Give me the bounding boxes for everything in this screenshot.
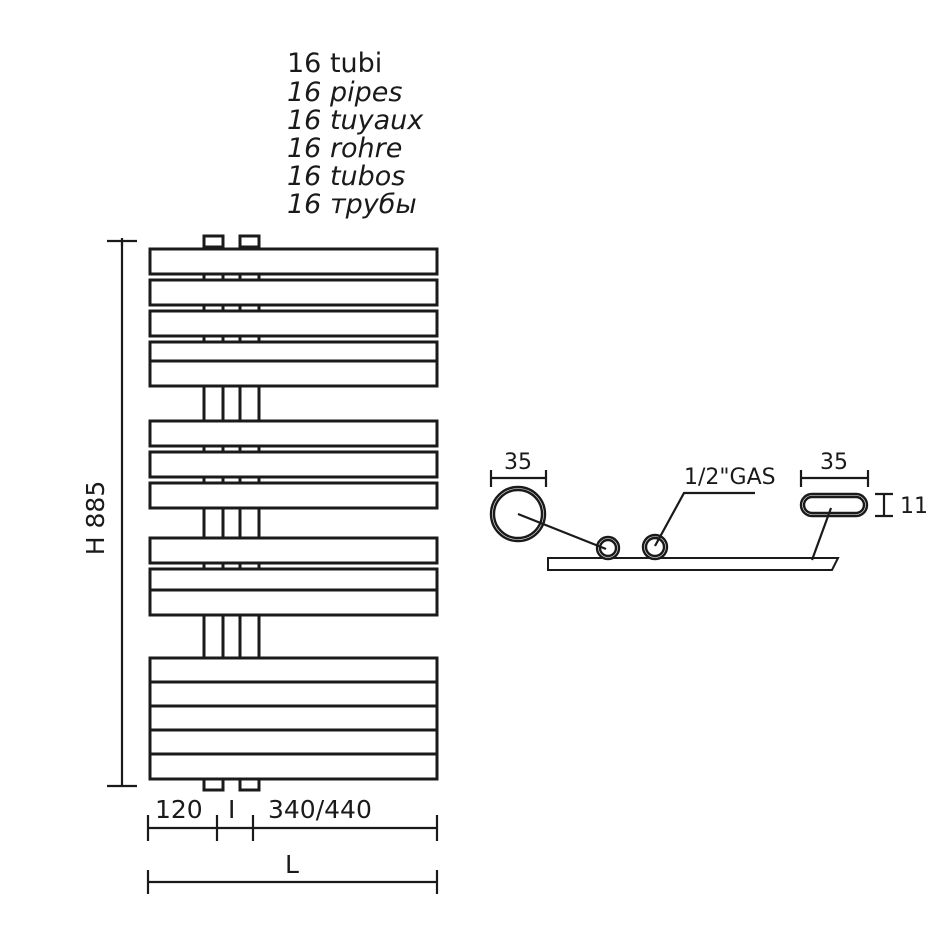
gas-thread-label: 1/2"GAS xyxy=(684,465,776,490)
overall-length-label: L xyxy=(285,850,299,879)
pipe-bar xyxy=(148,278,439,307)
tube-profile-detail: 35 11 xyxy=(799,450,928,519)
flat-tube-section xyxy=(547,557,840,571)
gas-leader-line xyxy=(654,491,755,547)
radiator-elevation xyxy=(148,234,439,792)
height-dimension-label: H 885 xyxy=(81,481,110,555)
pipe-bar xyxy=(148,481,439,510)
dimension-340-440-label: 340/440 xyxy=(268,795,372,824)
tube-profile-leader-line xyxy=(810,507,833,561)
pipe-bar xyxy=(148,309,439,338)
pipe-bar xyxy=(148,247,439,276)
pipe-count-legend: 16 tubi 16 pipes 16 tuyaux 16 rohre 16 t… xyxy=(287,48,424,220)
legend-line-en: 16 pipes xyxy=(287,77,402,108)
tube-height-label: 11 xyxy=(900,494,928,519)
legend-line-es: 16 tubos xyxy=(287,161,405,192)
pipe-group-top xyxy=(148,247,439,388)
collector-diameter-label: 35 xyxy=(504,450,532,475)
pipe-bar xyxy=(148,359,439,388)
legend-line-fr: 16 tuyaux xyxy=(287,105,424,136)
pipe-group-bottom xyxy=(148,656,439,781)
legend-line-ru: 16 трубы xyxy=(287,189,417,220)
pipe-bar xyxy=(148,728,439,757)
pipe-bar xyxy=(148,704,439,733)
legend-line-it: 16 tubi xyxy=(287,48,382,79)
dimension-I-label: I xyxy=(228,795,235,824)
pipe-bar xyxy=(148,680,439,709)
legend-line-de: 16 rohre xyxy=(287,133,402,164)
pipe-bar xyxy=(148,536,439,565)
pipe-bar xyxy=(148,656,439,685)
small-circle-left xyxy=(595,535,621,561)
bottom-connection-stubs xyxy=(202,777,261,792)
dimension-120-label: 120 xyxy=(155,795,203,824)
collector-circle-detail: 35 xyxy=(489,450,548,543)
top-connection-stubs xyxy=(202,234,261,249)
overall-length-dimension: L xyxy=(146,850,439,894)
small-circle-gas xyxy=(641,533,669,561)
tube-width-label: 35 xyxy=(820,450,848,475)
pipe-group-upper-mid xyxy=(148,419,439,510)
pipe-bar xyxy=(148,419,439,448)
height-dimension: H 885 xyxy=(81,238,137,788)
pipe-group-lower-mid xyxy=(148,536,439,617)
section-detail: 35 1/2"GAS xyxy=(489,450,928,571)
pipe-bar xyxy=(148,588,439,617)
collector-leader-line xyxy=(517,512,607,551)
pipe-bar xyxy=(148,752,439,781)
bottom-dimension-chain: 120 I 340/440 xyxy=(146,795,439,841)
pipe-bar xyxy=(148,450,439,479)
